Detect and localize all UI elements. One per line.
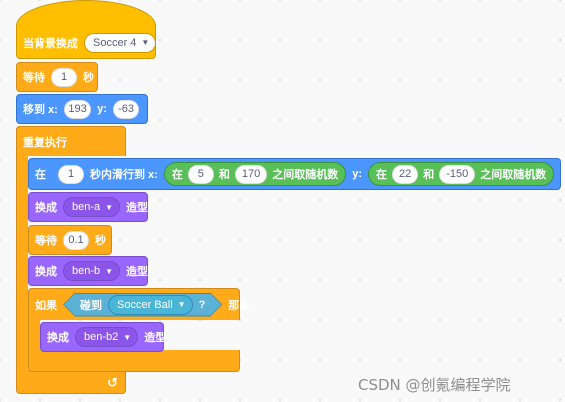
glide-prefix: 在 [35,169,46,181]
random-x-and: 和 [218,169,230,181]
costume-suffix: 造型 [126,266,149,278]
costume-value: ben-a [72,201,101,213]
backdrop-value: Soccer 4 [93,36,137,49]
glide-to-xy-block[interactable]: 在 1 秒内滑行到 x: 在 5 和 170 之间取随机数 y: 在 22 和 … [28,158,561,190]
wait-block[interactable]: 等待 1 秒 [16,62,98,92]
wait-unit: 秒 [95,235,106,247]
if-block-foot [28,350,240,372]
switch-costume-block[interactable]: 换成 ben-b2 ▼ 造型 [40,322,167,352]
costume-value: ben-b [72,265,101,277]
then-label: 那么 [228,299,251,312]
if-then-block[interactable]: 如果 碰到 Soccer Ball ▼ ? 那么 [28,288,250,320]
forever-block[interactable]: 重复执行 [16,126,126,156]
caret-down-icon: ▼ [177,300,186,309]
costume-value: ben-b2 [84,331,119,343]
go-to-xy-block[interactable]: 移到 x: 193 y: -63 [16,94,148,124]
wait-label: 等待 [35,235,57,247]
goto-x-input[interactable]: 193 [63,99,92,119]
touching-label: 碰到 [80,299,102,312]
random-y-from-input[interactable]: 22 [391,164,419,184]
random-y-operator[interactable]: 在 22 和 -150 之间取随机数 [367,162,555,186]
costume-dropdown[interactable]: ben-a ▼ [63,197,121,217]
costume-label: 换成 [35,266,57,278]
goto-label: 移到 x: [23,104,58,116]
switch-costume-block[interactable]: 换成 ben-b ▼ 造型 [28,256,148,286]
when-backdrop-switches-block[interactable]: 当背景换成 Soccer 4 ▼ [16,27,157,59]
wait-block[interactable]: 等待 0.1 秒 [28,225,112,255]
random-x-to-input[interactable]: 170 [234,164,268,184]
glide-seconds-input[interactable]: 1 [58,164,84,184]
random-y-and: 和 [423,169,435,181]
touching-condition[interactable]: 碰到 Soccer Ball ▼ ? [63,293,222,317]
backdrop-dropdown[interactable]: Soccer 4 ▼ [84,32,157,53]
random-x-suffix: 之间取随机数 [272,169,339,181]
glide-mid-label: 秒内滑行到 x: [90,169,158,181]
random-y-to-input[interactable]: -150 [439,164,476,184]
costume-label: 换成 [35,202,57,214]
glide-y-label: y: [352,168,362,180]
watermark: CSDN @创氪编程学院 [358,376,511,394]
switch-costume-block[interactable]: 换成 ben-a ▼ 造型 [28,192,148,222]
wait-seconds-input[interactable]: 0.1 [63,230,89,250]
random-y-suffix: 之间取随机数 [480,169,547,181]
costume-label: 换成 [47,332,69,344]
loop-arrow-icon: ↺ [107,375,118,390]
wait-unit: 秒 [83,72,94,84]
forever-block-arm [16,126,28,378]
goto-y-label: y: [97,103,107,115]
wait-seconds-input[interactable]: 1 [51,67,77,87]
random-x-prefix: 在 [171,169,183,181]
random-x-operator[interactable]: 在 5 和 170 之间取随机数 [163,162,347,186]
random-y-prefix: 在 [375,169,387,181]
caret-down-icon: ▼ [123,332,132,342]
caret-down-icon: ▼ [105,266,114,276]
touching-target-value: Soccer Ball [117,298,173,311]
hat-block-cap [16,0,156,28]
forever-block-foot [16,370,126,394]
hat-label: 当背景换成 [23,37,78,50]
costume-dropdown[interactable]: ben-b2 ▼ [75,327,139,347]
costume-dropdown[interactable]: ben-b ▼ [63,261,121,281]
costume-suffix: 造型 [144,332,167,344]
caret-down-icon: ▼ [105,202,114,212]
if-label: 如果 [35,299,57,312]
costume-suffix: 造型 [126,202,149,214]
forever-label: 重复执行 [23,136,67,149]
caret-down-icon: ▼ [141,38,150,47]
touching-question: ? [198,298,206,311]
random-x-from-input[interactable]: 5 [187,164,214,184]
goto-y-input[interactable]: -63 [113,99,139,119]
wait-label: 等待 [23,72,45,84]
touching-target-dropdown[interactable]: Soccer Ball ▼ [108,295,193,315]
